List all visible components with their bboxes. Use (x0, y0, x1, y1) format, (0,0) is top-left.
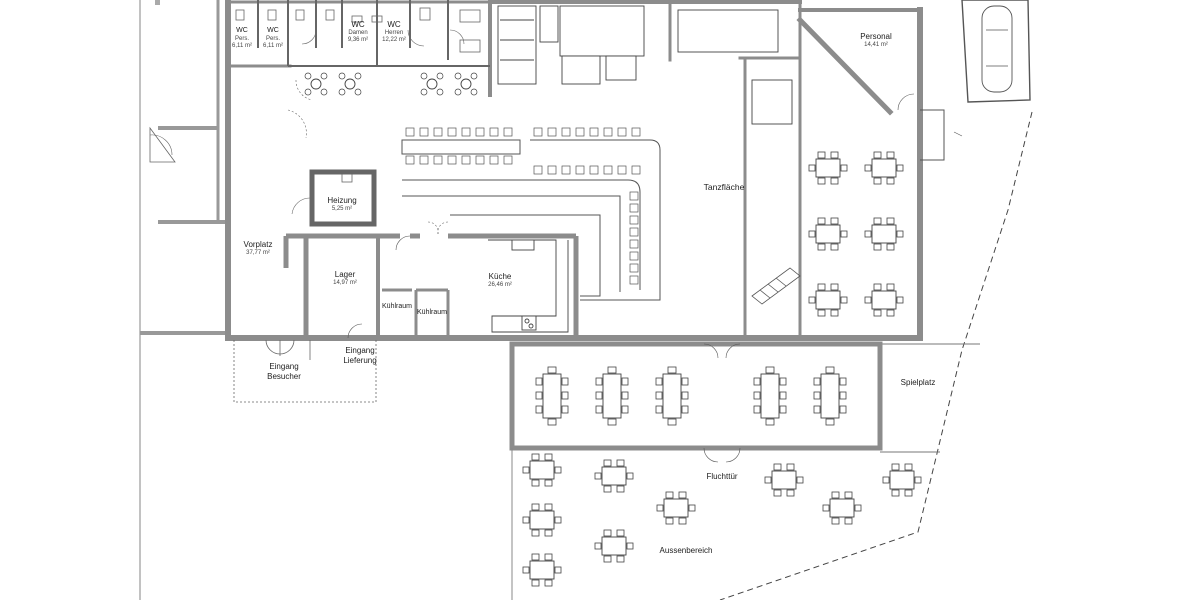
heizung-room (291, 169, 377, 227)
bar-stool (575, 127, 585, 137)
bar-stools (405, 127, 641, 285)
bar-stool (405, 155, 415, 165)
bar-stool (533, 165, 543, 175)
kuehlraum-label-1: Kühlraum (382, 303, 412, 310)
dining-tables-right (808, 151, 904, 317)
bar-stool (503, 155, 513, 165)
bar-stool (419, 127, 429, 137)
annex-long-tables (535, 366, 847, 426)
bar-stool (629, 239, 639, 249)
bar-stool (629, 227, 639, 237)
bar-stool (629, 215, 639, 225)
property-boundary (719, 111, 1033, 600)
bar-stool (447, 127, 457, 137)
bar-stool (617, 165, 627, 175)
bar-stool (433, 127, 443, 137)
bar-stool (629, 203, 639, 213)
entrance-area (233, 339, 377, 403)
bar-stool (629, 251, 639, 261)
door-swing-icon (287, 79, 449, 235)
bar-stool (561, 165, 571, 175)
bar-stool (533, 127, 543, 137)
bar-stool (447, 155, 457, 165)
bar-stool (475, 127, 485, 137)
spielplatz-boundary (880, 343, 980, 453)
wc-block (235, 0, 490, 67)
aussenbereich-label: Aussenbereich (659, 546, 713, 555)
bar-counters (401, 139, 661, 301)
bar-stool (631, 165, 641, 175)
main-walls (225, 0, 923, 341)
bar-stool (589, 165, 599, 175)
fluchttuer-label: Fluchttür (706, 472, 738, 481)
bar-stool (433, 155, 443, 165)
equipment-top (497, 5, 793, 125)
tanzflaeche-label: Tanzfläche (703, 182, 745, 192)
round-tables-top (304, 72, 478, 96)
bar-stool (461, 127, 471, 137)
bar-stool (631, 127, 641, 137)
bar-stool (547, 127, 557, 137)
bar-stool (629, 263, 639, 273)
stairs (751, 267, 801, 305)
bar-stool (461, 155, 471, 165)
bar-stool (405, 127, 415, 137)
kuehlraum-label-2: Kühlraum (417, 309, 447, 316)
kitchen-counters (488, 239, 569, 333)
bar-stool (629, 275, 639, 285)
spielplatz-label: Spielplatz (900, 378, 936, 387)
bar-stool (603, 127, 613, 137)
bar-stool (547, 165, 557, 175)
car-icon (961, 0, 1031, 103)
bar-stool (629, 191, 639, 201)
bar-stool (489, 155, 499, 165)
bar-stool (561, 127, 571, 137)
bar-stool (603, 165, 613, 175)
dining-annex-walls (509, 341, 883, 463)
bar-stool (503, 127, 513, 137)
left-building-walls (139, 0, 228, 600)
bar-stool (575, 165, 585, 175)
bar-stool (617, 127, 627, 137)
bar-stool (419, 155, 429, 165)
storage-kitchen (283, 233, 579, 339)
bar-stool (589, 127, 599, 137)
bar-stool (475, 155, 485, 165)
bar-stool (489, 127, 499, 137)
personal-door (897, 93, 963, 161)
